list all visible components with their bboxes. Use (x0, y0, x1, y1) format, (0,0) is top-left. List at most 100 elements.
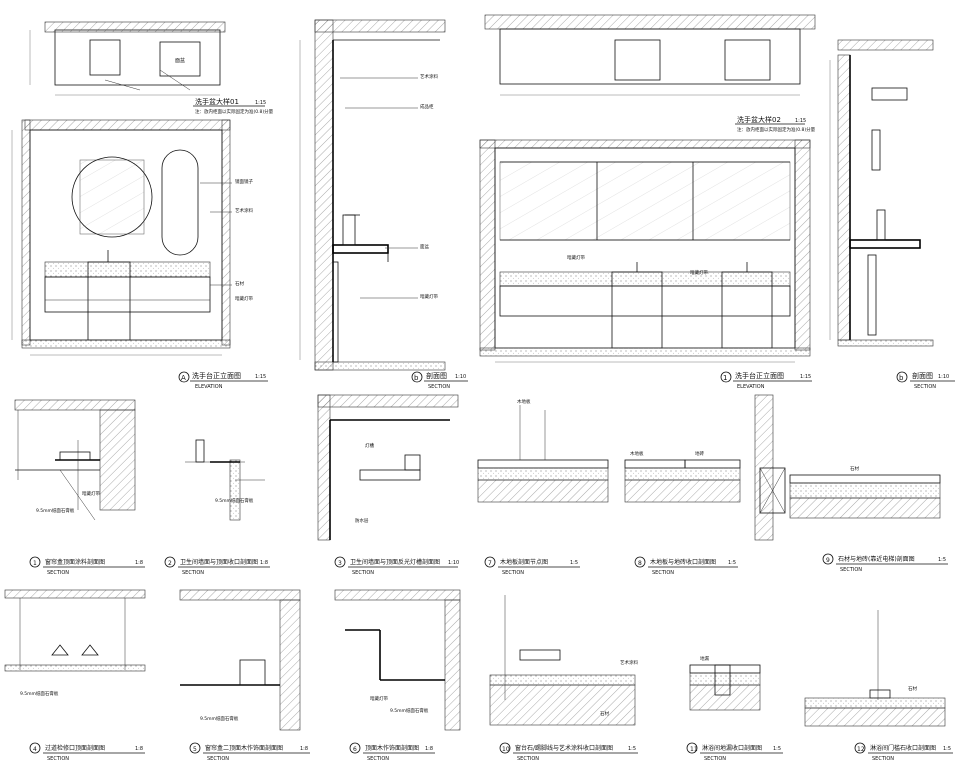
svg-text:1:10: 1:10 (938, 374, 949, 380)
svg-text:成品柜: 成品柜 (420, 103, 434, 110)
svg-text:6: 6 (353, 746, 357, 753)
vanity-elevation-a-title: A 洗手台正立面图 1:15 ELEVATION (178, 371, 268, 390)
svg-text:1: 1 (723, 374, 727, 382)
sec-2-title: 2 卫生间墙面与顶面收口剖面图 1:8 SECTION (164, 556, 270, 576)
svg-text:1:15: 1:15 (795, 118, 806, 124)
sec-3-title: 3 卫生间墙面与顶面反光灯槽剖面图 1:10 SECTION (334, 556, 459, 576)
sec-7-drawing: 木地板 (477, 398, 609, 503)
sec-7-title: 7 木地板剖面节点图 1:5 SECTION (484, 556, 580, 576)
svg-text:1:10: 1:10 (448, 560, 459, 566)
svg-text:淋浴间地漏收口剖面图: 淋浴间地漏收口剖面图 (702, 744, 762, 752)
led-label: 暗藏灯带 (235, 295, 253, 302)
sec-1-drawing: 9.5mm纸面石膏板 暗藏灯带 (14, 399, 136, 521)
sec-11-drawing: 地漏 (689, 655, 761, 711)
svg-text:9.5mm纸面石膏板: 9.5mm纸面石膏板 (36, 507, 75, 514)
sec-4-drawing: 9.5mm纸面石膏板 (4, 589, 146, 697)
svg-text:1:5: 1:5 (570, 560, 578, 566)
stone-label: 石材 (235, 280, 244, 287)
sec-6-drawing: 暗藏灯带 9.5mm纸面石膏板 (334, 589, 461, 731)
svg-text:ELEVATION: ELEVATION (737, 384, 765, 390)
svg-text:木地板: 木地板 (630, 450, 644, 457)
svg-text:1: 1 (33, 560, 37, 567)
svg-text:SECTION: SECTION (517, 756, 539, 762)
sec-8-title: 8 木地板与地砖收口剖面图 1:5 SECTION (634, 556, 738, 576)
svg-text:1:8: 1:8 (260, 560, 268, 566)
svg-text:9.5mm纸面石膏板: 9.5mm纸面石膏板 (390, 707, 429, 714)
svg-text:9: 9 (826, 557, 830, 564)
svg-text:洗手盆大样02: 洗手盆大样02 (737, 115, 781, 124)
svg-text:SECTION: SECTION (704, 756, 726, 762)
svg-text:1:8: 1:8 (425, 746, 433, 752)
svg-text:9.5mm纸面石膏板: 9.5mm纸面石膏板 (215, 497, 254, 504)
svg-text:1:5: 1:5 (943, 746, 951, 752)
sec-11-title: 11 淋浴间地漏收口剖面图 1:5 SECTION (686, 742, 783, 762)
sec-10-drawing: 艺术涂料 石材 (489, 595, 638, 726)
svg-text:石材: 石材 (600, 710, 609, 717)
sec-12-drawing: 石材 (804, 610, 946, 727)
basin-detail-02-title: 洗手盆大样02 1:15 注：放内柜面以实际固定为准(0.8)分量 (735, 115, 816, 133)
svg-text:ELEVATION: ELEVATION (195, 384, 223, 390)
svg-text:艺术涂料: 艺术涂料 (620, 659, 638, 666)
svg-text:防水层: 防水层 (355, 517, 369, 524)
sec-6-title: 6 顶面木作饰面剖面图 1:8 SECTION (349, 742, 435, 762)
svg-text:1:10: 1:10 (455, 374, 466, 380)
svg-text:SECTION: SECTION (367, 756, 389, 762)
svg-text:卫生间墙面与顶面反光灯槽剖面图: 卫生间墙面与顶面反光灯槽剖面图 (350, 558, 440, 566)
sec-2-drawing: 9.5mm纸面石膏板 (185, 439, 265, 521)
svg-text:面盆: 面盆 (420, 243, 429, 250)
svg-text:1:5: 1:5 (938, 557, 946, 563)
svg-text:SECTION: SECTION (207, 756, 229, 762)
svg-text:地漏: 地漏 (700, 655, 709, 662)
svg-text:1:15: 1:15 (800, 374, 811, 380)
section-b-1-title: b 剖面图 1:10 SECTION (411, 371, 468, 390)
svg-text:1:5: 1:5 (628, 746, 636, 752)
basin-detail-02-drawing (484, 14, 816, 96)
svg-text:顶面木作饰面剖面图: 顶面木作饰面剖面图 (365, 744, 419, 752)
section-b-1-drawing: 艺术涂料 成品柜 面盆 暗藏灯带 (299, 19, 446, 371)
svg-text:11: 11 (690, 746, 698, 753)
svg-text:洗手盆大样01: 洗手盆大样01 (195, 97, 239, 106)
svg-text:木地板剖面节点图: 木地板剖面节点图 (500, 558, 548, 566)
svg-text:卫生间墙面与顶面收口剖面图: 卫生间墙面与顶面收口剖面图 (180, 558, 258, 566)
svg-text:1:5: 1:5 (728, 560, 736, 566)
svg-text:SECTION: SECTION (872, 756, 894, 762)
svg-text:1:15: 1:15 (255, 374, 266, 380)
svg-text:艺术涂料: 艺术涂料 (420, 73, 438, 80)
svg-text:2: 2 (168, 560, 172, 567)
sec-1-title: 1 窗帘盒顶面涂料剖面图 1:8 SECTION (29, 556, 145, 576)
svg-text:暗藏灯带: 暗藏灯带 (690, 269, 708, 276)
svg-text:SECTION: SECTION (47, 756, 69, 762)
svg-text:暗藏灯带: 暗藏灯带 (82, 490, 100, 497)
svg-text:SECTION: SECTION (840, 567, 862, 573)
mirror-label: 镜面镜子 (235, 178, 253, 185)
svg-text:石材: 石材 (908, 685, 917, 692)
svg-text:8: 8 (638, 560, 642, 567)
svg-text:12: 12 (857, 746, 865, 753)
vanity-elevation-1-drawing: 暗藏灯带 暗藏灯带 (479, 139, 811, 363)
svg-text:窗帘盒顶面涂料剖面图: 窗帘盒顶面涂料剖面图 (45, 558, 105, 566)
sec-12-title: 12 淋浴间门槛石收口剖面图 1:5 SECTION (854, 742, 953, 762)
svg-text:木地板与地砖收口剖面图: 木地板与地砖收口剖面图 (650, 558, 716, 566)
svg-text:暗藏灯带: 暗藏灯带 (420, 293, 438, 300)
sec-5-title: 5 窗帘盒二顶面木作饰面剖面图 1:8 SECTION (189, 742, 310, 762)
sec-10-title: 10 窗台石/踢脚线与艺术涂料收口剖面图 1:5 SECTION (499, 742, 638, 762)
svg-text:5: 5 (193, 746, 197, 753)
svg-text:1:8: 1:8 (135, 746, 143, 752)
svg-text:窗台石/踢脚线与艺术涂料收口剖面图: 窗台石/踢脚线与艺术涂料收口剖面图 (515, 744, 613, 752)
svg-text:SECTION: SECTION (914, 384, 936, 390)
svg-text:A: A (181, 374, 186, 382)
svg-text:SECTION: SECTION (47, 570, 69, 576)
svg-text:SECTION: SECTION (352, 570, 374, 576)
svg-text:暗藏灯带: 暗藏灯带 (567, 254, 585, 261)
svg-text:SECTION: SECTION (502, 570, 524, 576)
svg-text:淋浴间门槛石收口剖面图: 淋浴间门槛石收口剖面图 (870, 744, 936, 752)
vanity-elevation-1-title: 1 洗手台正立面图 1:15 ELEVATION (720, 371, 812, 390)
sec-9-drawing: 石材 (754, 394, 941, 541)
basin-label: 面盆 (175, 57, 185, 64)
sec-3-drawing: 灯槽 防水层 (317, 394, 459, 541)
svg-text:窗帘盒二顶面木作饰面剖面图: 窗帘盒二顶面木作饰面剖面图 (205, 744, 283, 752)
svg-text:b: b (899, 374, 904, 382)
svg-text:10: 10 (502, 746, 510, 753)
svg-text:剖面图: 剖面图 (426, 371, 447, 380)
